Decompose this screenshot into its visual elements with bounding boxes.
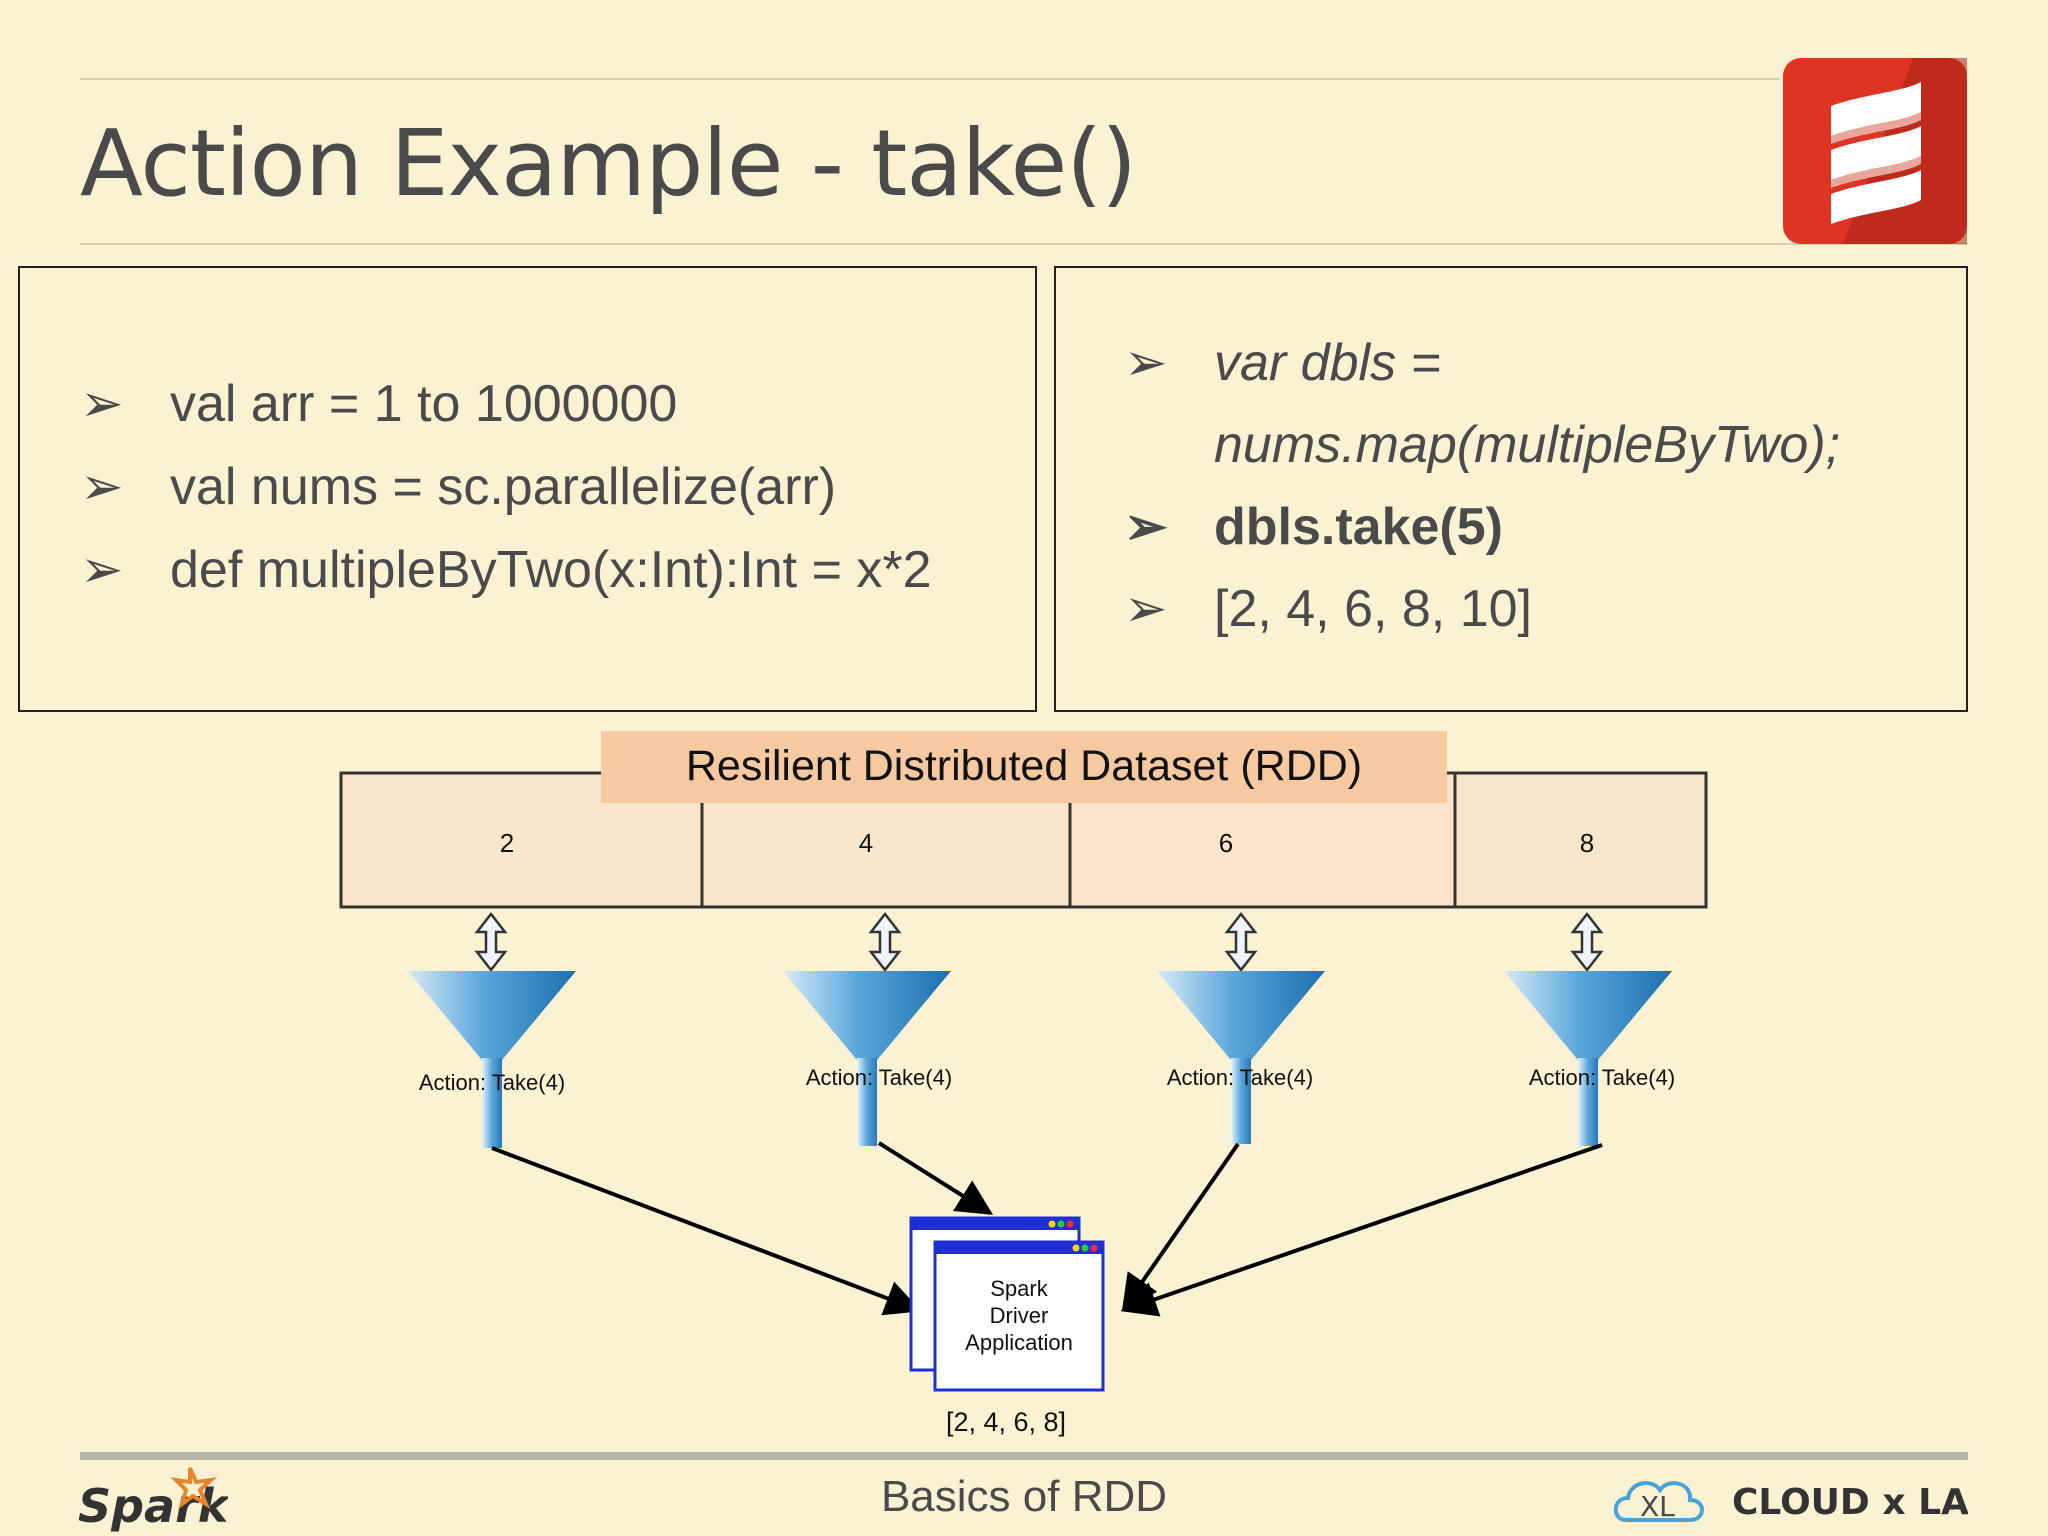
header-bottom-rule: [80, 243, 1968, 245]
left-code-box: ➢val arr = 1 to 1000000 ➢val nums = sc.p…: [18, 266, 1037, 712]
funnel-label: Action: Take(4): [1167, 1065, 1313, 1090]
bullet-arrow-icon: ➢: [1124, 498, 1168, 556]
flow-arrow: [491, 1146, 922, 1316]
footer-rule: [80, 1452, 1968, 1460]
svg-text:XL: XL: [1640, 1490, 1675, 1523]
bullet-arrow-icon: ➢: [80, 541, 124, 599]
rdd-partition: [1453, 771, 1708, 909]
bullet-arrow-icon: ➢: [80, 458, 124, 516]
partition-value: 2: [500, 828, 514, 858]
flow-arrow: [877, 1141, 994, 1215]
bullet-line-highlight: ➢dbls.take(5): [1124, 486, 1840, 568]
page-title: Action Example - take(): [80, 110, 1137, 217]
funnel-icon: [408, 971, 576, 1148]
driver-result: [2, 4, 6, 8]: [946, 1407, 1066, 1437]
driver-label-line: Driver: [990, 1303, 1049, 1328]
double-arrow-icon: [1570, 911, 1604, 973]
funnel-icon: [1504, 971, 1672, 1146]
driver-label-line: Spark: [990, 1276, 1048, 1301]
funnel-label: Action: Take(4): [419, 1070, 565, 1095]
double-arrow-icon: [1224, 911, 1258, 973]
partition-value: 8: [1580, 828, 1594, 858]
bullet-line: ➢def multipleByTwo(x:Int):Int = x*2: [80, 538, 932, 621]
rdd-header-bg: [601, 731, 1447, 803]
bullet-line: ➢var dbls =nums.map(multipleByTwo);: [1124, 322, 1840, 486]
funnel-label: Action: Take(4): [806, 1065, 952, 1090]
scala-logo-icon: [1783, 58, 1967, 244]
right-bullet-list: ➢var dbls =nums.map(multipleByTwo); ➢dbl…: [1124, 322, 1840, 650]
bullet-arrow-icon: ➢: [1124, 334, 1168, 392]
rdd-header-label: Resilient Distributed Dataset (RDD): [686, 742, 1362, 790]
bullet-arrow-icon: ➢: [1124, 580, 1168, 638]
funnel-icon: [783, 971, 951, 1146]
bullet-arrow-icon: ➢: [80, 375, 124, 433]
partition-value: 6: [1219, 828, 1233, 858]
funnel-icon: [1157, 971, 1325, 1144]
bullet-line: ➢val arr = 1 to 1000000: [80, 372, 932, 455]
rdd-take-diagram: 2 4 6 8 Resilient Distributed Dataset (R…: [339, 731, 1708, 1437]
left-bullet-list: ➢val arr = 1 to 1000000 ➢val nums = sc.p…: [80, 372, 932, 621]
flow-arrows: [491, 1141, 1603, 1317]
flow-arrow: [1120, 1143, 1603, 1317]
header-top-rule: [80, 78, 1780, 80]
bullet-line: ➢[2, 4, 6, 8, 10]: [1124, 568, 1840, 650]
driver-application: Spark Driver Application: [909, 1216, 1105, 1392]
spark-logo-icon: Spark: [78, 1467, 228, 1533]
footer-title: Basics of RDD: [880, 1472, 1168, 1521]
svg-text:CLOUD x LAB: CLOUD x LAB: [1732, 1482, 1968, 1523]
double-arrow-icon: [474, 911, 508, 973]
bullet-line: ➢val nums = sc.parallelize(arr): [80, 455, 932, 538]
funnels: Action: Take(4) Action: Take(4) Action: …: [408, 971, 1675, 1148]
flow-arrow: [1121, 1142, 1240, 1311]
right-code-box: ➢var dbls =nums.map(multipleByTwo); ➢dbl…: [1054, 266, 1968, 712]
funnel-label: Action: Take(4): [1529, 1065, 1675, 1090]
double-arrow-icon: [868, 911, 902, 973]
cloudxlab-logo-icon: XL CLOUD x LAB: [1613, 1481, 1968, 1523]
partition-value: 4: [859, 828, 873, 858]
driver-label-line: Application: [965, 1330, 1073, 1355]
double-arrows: [474, 911, 1604, 973]
